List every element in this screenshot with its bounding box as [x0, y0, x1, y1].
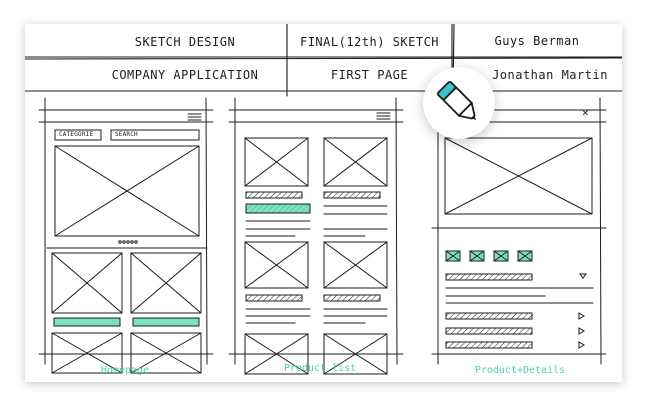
- caption-product-list: Product list: [283, 363, 357, 374]
- header-page: FIRST PAGE: [330, 68, 409, 82]
- header-grid: [25, 24, 622, 97]
- header-author-2: Jonathan Martin: [492, 68, 608, 82]
- details-close-icon: ×: [582, 106, 589, 119]
- sketch-sheet: SKETCH DESIGN FINAL(12th) SKETCH Guys Be…: [25, 24, 622, 382]
- caption-product-details: Product+Details: [474, 365, 566, 376]
- caption-homepage: Homepage: [100, 365, 150, 376]
- header-project: SKETCH DESIGN: [134, 35, 236, 49]
- homepage-category-label: CATEGORIE: [59, 131, 94, 138]
- homepage-search-label: SEARCH: [115, 131, 138, 138]
- header-version: FINAL(12th) SKETCH: [299, 35, 440, 49]
- wireframe-sketches: [25, 24, 622, 375]
- product-details-wireframe: [431, 97, 607, 365]
- product-list-wireframe: [228, 97, 404, 375]
- pen-icon: [437, 81, 476, 120]
- header-author-1: Guys Berman: [494, 34, 580, 48]
- header-client: COMPANY APPLICATION: [111, 68, 259, 82]
- pen-badge: [423, 67, 495, 139]
- homepage-wireframe: [38, 97, 214, 374]
